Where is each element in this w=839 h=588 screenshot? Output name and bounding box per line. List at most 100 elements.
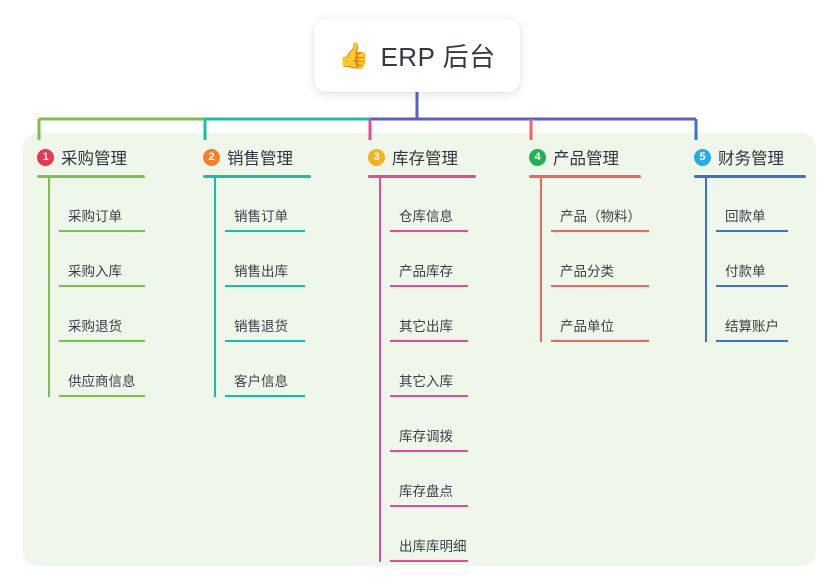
diagram-panel <box>23 133 816 566</box>
leaf-item[interactable]: 采购退货 <box>59 288 145 343</box>
leaf-item[interactable]: 仓库信息 <box>390 178 476 233</box>
leaf-item[interactable]: 产品分类 <box>551 233 649 288</box>
leaf-item-label: 销售订单 <box>234 209 288 224</box>
leaf-item-label: 回款单 <box>725 209 766 224</box>
leaf-item-underline <box>390 505 468 507</box>
leaf-item-label: 供应商信息 <box>68 374 136 389</box>
leaf-item[interactable]: 客户信息 <box>225 343 311 398</box>
branch-items-3: 仓库信息产品库存其它出库其它入库库存调拨库存盘点出库库明细 <box>368 178 476 563</box>
thumbs-up-icon: 👍 <box>338 41 370 70</box>
leaf-item-label: 产品（物料） <box>560 209 641 224</box>
leaf-item-label: 付款单 <box>725 264 766 279</box>
leaf-item-label: 采购入库 <box>68 264 122 279</box>
leaf-item-underline <box>390 230 468 232</box>
leaf-item[interactable]: 结算账户 <box>716 288 806 343</box>
leaf-item-underline <box>225 285 305 287</box>
leaf-item-label: 其它入库 <box>399 374 453 389</box>
leaf-item-label: 其它出库 <box>399 319 453 334</box>
branch-column-3: 3 库存管理仓库信息产品库存其它出库其它入库库存调拨库存盘点出库库明细 <box>368 146 476 563</box>
leaf-item-label: 采购退货 <box>68 319 122 334</box>
branch-spine-1 <box>48 178 50 397</box>
branch-badge-4: 4 <box>529 148 546 166</box>
branch-header-2[interactable]: 2 销售管理 <box>203 146 311 168</box>
leaf-item-label: 产品库存 <box>399 264 453 279</box>
leaf-item[interactable]: 其它出库 <box>390 288 476 343</box>
branch-underline-4 <box>529 175 641 178</box>
leaf-item-underline <box>390 560 468 562</box>
leaf-item-underline <box>390 395 468 397</box>
branch-header-3[interactable]: 3 库存管理 <box>368 146 476 168</box>
branch-badge-5: 5 <box>694 148 711 166</box>
leaf-item-label: 销售退货 <box>234 319 288 334</box>
leaf-item[interactable]: 产品库存 <box>390 233 476 288</box>
leaf-item[interactable]: 销售退货 <box>225 288 311 343</box>
leaf-item[interactable]: 库存盘点 <box>390 453 476 508</box>
leaf-item-label: 销售出库 <box>234 264 288 279</box>
branch-header-5[interactable]: 5 财务管理 <box>694 146 806 168</box>
branch-badge-3: 3 <box>368 148 385 166</box>
leaf-item-underline <box>551 285 649 287</box>
leaf-item[interactable]: 供应商信息 <box>59 343 145 398</box>
branch-title-1: 采购管理 <box>61 150 127 168</box>
leaf-item-underline <box>59 340 145 342</box>
branch-underline-1 <box>37 175 145 178</box>
leaf-item-label: 采购订单 <box>68 209 122 224</box>
branch-underline-5 <box>694 175 806 178</box>
leaf-item-underline <box>59 230 145 232</box>
branch-column-4: 4 产品管理产品（物料） 产品分类产品单位 <box>529 146 649 343</box>
leaf-item-label: 产品单位 <box>560 319 614 334</box>
leaf-item[interactable]: 回款单 <box>716 178 806 233</box>
branch-title-5: 财务管理 <box>718 150 784 168</box>
branch-column-1: 1 采购管理采购订单采购入库采购退货供应商信息 <box>37 146 145 398</box>
leaf-item-underline <box>390 450 468 452</box>
branch-spine-5 <box>705 178 707 342</box>
branch-title-2: 销售管理 <box>227 150 293 168</box>
leaf-item[interactable]: 采购订单 <box>59 178 145 233</box>
branch-items-5: 回款单付款单结算账户 <box>694 178 806 343</box>
leaf-item-underline <box>225 340 305 342</box>
leaf-item-underline <box>225 395 305 397</box>
branch-spine-2 <box>214 178 216 397</box>
leaf-item-underline <box>390 285 468 287</box>
leaf-item[interactable]: 销售订单 <box>225 178 311 233</box>
root-node[interactable]: 👍 ERP 后台 <box>314 19 520 92</box>
branch-column-2: 2 销售管理销售订单销售出库销售退货客户信息 <box>203 146 311 398</box>
leaf-item-label: 产品分类 <box>560 264 614 279</box>
leaf-item-underline <box>716 285 788 287</box>
leaf-item[interactable]: 付款单 <box>716 233 806 288</box>
branch-column-5: 5 财务管理回款单付款单结算账户 <box>694 146 806 343</box>
leaf-item-underline <box>390 340 468 342</box>
leaf-item-underline <box>551 340 649 342</box>
branch-title-4: 产品管理 <box>553 150 619 168</box>
branch-items-1: 采购订单采购入库采购退货供应商信息 <box>37 178 145 398</box>
leaf-item[interactable]: 采购入库 <box>59 233 145 288</box>
leaf-item-underline <box>59 395 145 397</box>
leaf-item-label: 客户信息 <box>234 374 288 389</box>
branch-badge-1: 1 <box>37 148 54 166</box>
leaf-item[interactable]: 出库库明细 <box>390 508 476 563</box>
leaf-item[interactable]: 产品（物料） <box>551 178 649 233</box>
branch-spine-4 <box>540 178 542 342</box>
leaf-item-label: 库存调拨 <box>399 429 453 444</box>
leaf-item-label: 仓库信息 <box>399 209 453 224</box>
root-title: ERP 后台 <box>380 42 496 72</box>
leaf-item-label: 库存盘点 <box>399 484 453 499</box>
branch-header-4[interactable]: 4 产品管理 <box>529 146 641 168</box>
leaf-item[interactable]: 库存调拨 <box>390 398 476 453</box>
leaf-item[interactable]: 产品单位 <box>551 288 649 343</box>
branch-items-4: 产品（物料） 产品分类产品单位 <box>529 178 649 343</box>
branch-title-3: 库存管理 <box>392 150 458 168</box>
branch-badge-2: 2 <box>203 148 220 166</box>
leaf-item[interactable]: 其它入库 <box>390 343 476 398</box>
leaf-item-underline <box>716 340 788 342</box>
leaf-item-label: 结算账户 <box>725 319 779 334</box>
branch-underline-2 <box>203 175 311 178</box>
branch-spine-3 <box>379 178 381 562</box>
leaf-item[interactable]: 销售出库 <box>225 233 311 288</box>
leaf-item-underline <box>59 285 145 287</box>
branch-items-2: 销售订单销售出库销售退货客户信息 <box>203 178 311 398</box>
branch-header-1[interactable]: 1 采购管理 <box>37 146 145 168</box>
leaf-item-underline <box>551 230 649 232</box>
leaf-item-label: 出库库明细 <box>399 539 467 554</box>
